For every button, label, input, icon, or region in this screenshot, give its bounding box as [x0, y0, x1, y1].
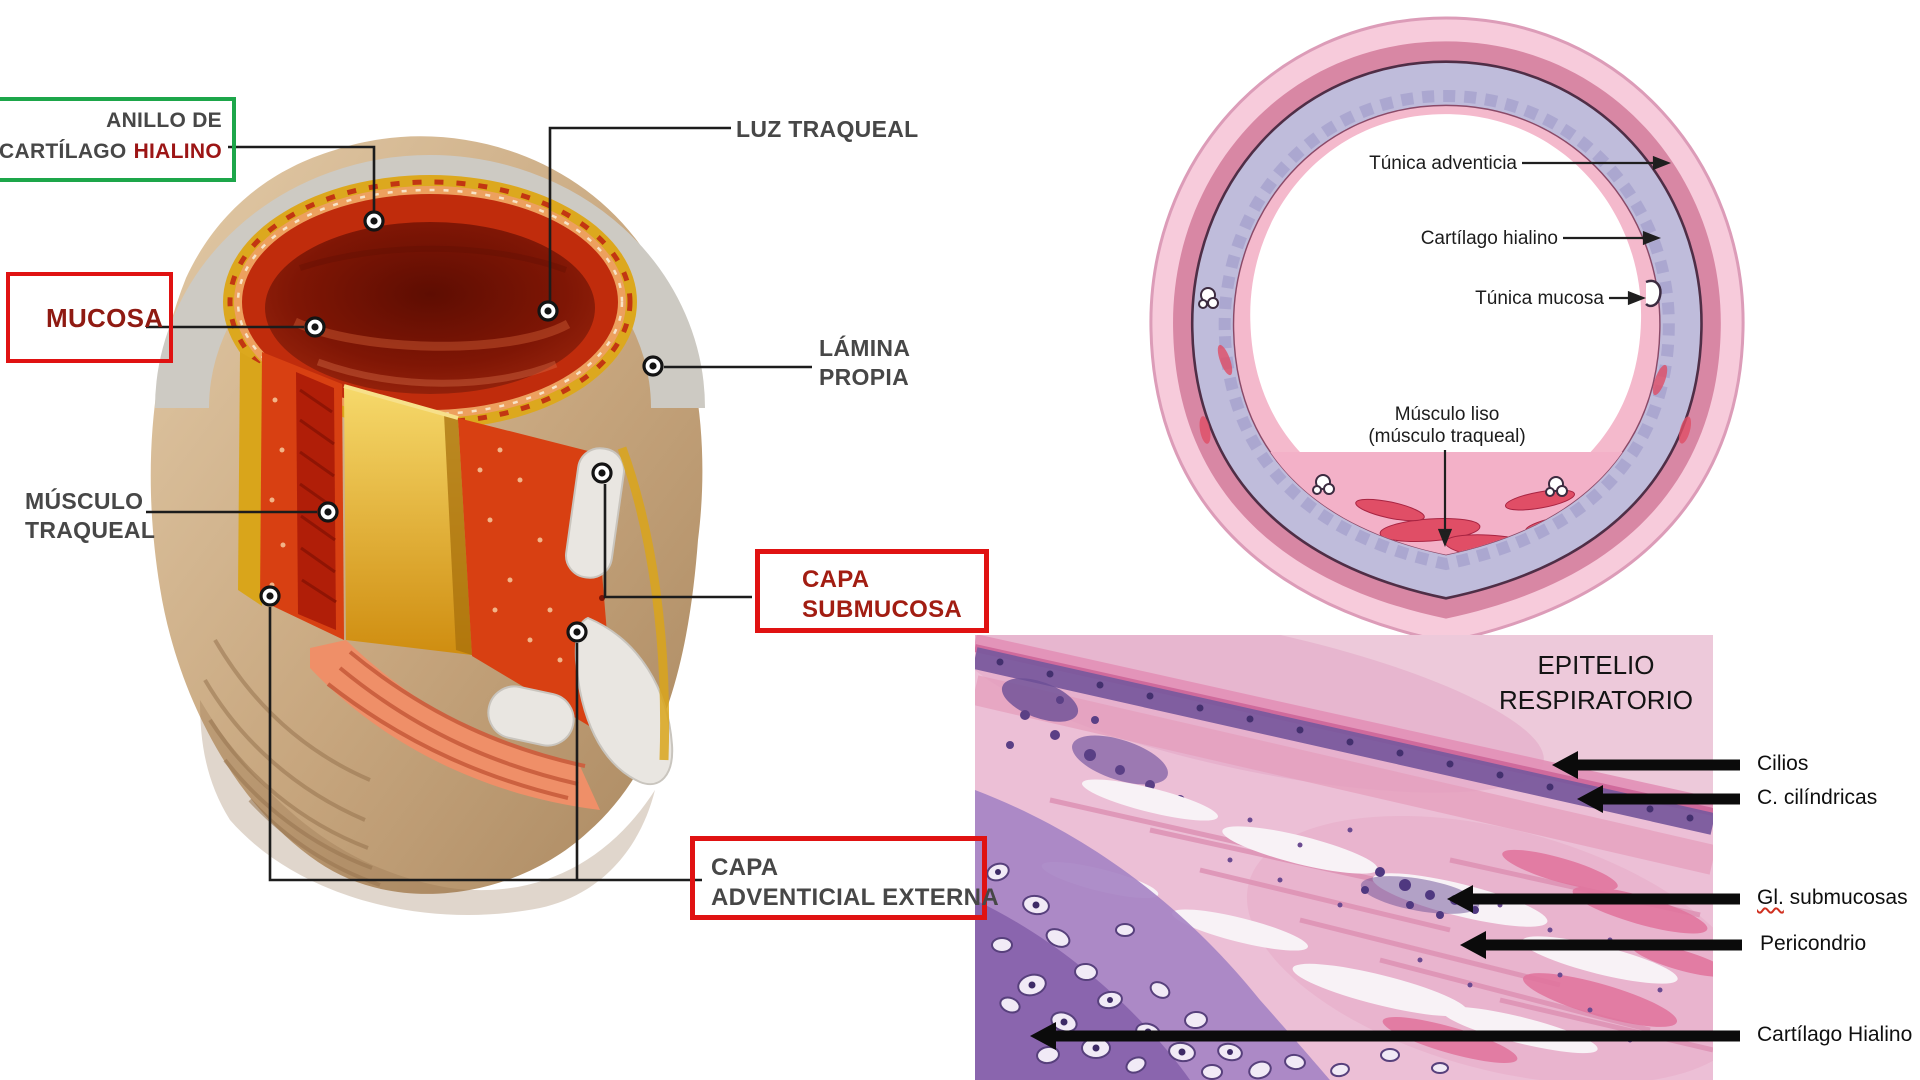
gland-cluster-mid [1360, 867, 1480, 919]
tunica-adventicia-label: Túnica adventicia [1369, 153, 1517, 174]
gl-submucosas-label: Gl. submucosas [1757, 886, 1908, 910]
gland-marks [1198, 279, 1662, 497]
cartilago-hialino-photo-label: Cartílago Hialino [1757, 1023, 1913, 1046]
anillo-cartilago-label-box: ANILLO DE CARTÍLAGO HIALINO [0, 97, 236, 182]
cartilage-lacunae [986, 862, 1449, 1080]
capa-submucosa-label-box: CAPA SUBMUCOSA [755, 549, 989, 633]
mucosa-and-lumen [223, 175, 637, 429]
capa-submucosa-label: CAPA SUBMUCOSA [802, 566, 963, 623]
musculo-liso-label: Músculo liso (músculo traqueal) [1368, 404, 1526, 447]
cilios-arrow [1552, 751, 1740, 779]
trachea-3d-illustration [150, 136, 705, 915]
epitelio-respiratorio-title: EPITELIO RESPIRATORIO [1498, 650, 1694, 715]
histology-photo [975, 635, 1713, 1080]
tunica-mucosa-label: Túnica mucosa [1475, 288, 1604, 309]
mucosa-label: MUCOSA [46, 303, 164, 333]
mucosa-label-box: MUCOSA [6, 272, 173, 363]
anillo-label-line1: ANILLO DE [106, 109, 222, 132]
target-dots [259, 210, 664, 643]
musculo-traqueal-label: MÚSCULO TRAQUEAL [25, 488, 156, 543]
cartilago-hialino-label: Cartílago hialino [1420, 228, 1558, 249]
tunica-mucosa-hook [1645, 279, 1662, 308]
c-cilindricas-label: C. cilíndricas [1757, 786, 1878, 809]
cartilage-pieces [487, 447, 674, 786]
capa-adventicial-label-box: CAPA ADVENTICIAL EXTERNA [690, 836, 999, 920]
cilindricas-arrow [1577, 785, 1740, 813]
gl-suffix: submucosas [1783, 886, 1908, 909]
tracheal-lumen [265, 222, 595, 394]
luz-traqueal-label: LUZ TRAQUEAL [736, 116, 919, 142]
pericondrio-label: Pericondrio [1760, 932, 1867, 955]
anillo-label-cartilago: CARTÍLAGO [0, 140, 127, 163]
tracheal-ring-diagram [1149, 16, 1745, 644]
cilios-label: Cilios [1757, 752, 1809, 775]
lamina-propia-label: LÁMINA PROPIA [819, 335, 911, 390]
pink-bundles [1382, 849, 1713, 1063]
capa-adventicial-label: CAPA ADVENTICIAL EXTERNA [711, 854, 999, 911]
vessel-specks [1199, 344, 1692, 444]
diagram-pointer-arrows [1437, 155, 1672, 548]
muscle-band-front [310, 640, 600, 810]
histology-arrows [1030, 751, 1742, 1050]
epithelium-nuclei [996, 658, 1694, 822]
leader-lines [146, 126, 812, 882]
gl-submucosas-arrow [1447, 885, 1740, 913]
cut-cartilage-face [344, 386, 472, 655]
fibrous-streaks [1049, 797, 1713, 1053]
gl-prefix: Gl. [1757, 886, 1784, 909]
adventitia-ridges [203, 638, 381, 887]
anillo-label-hialino: HIALINO [133, 140, 222, 163]
anillo-label-line2: CARTÍLAGO HIALINO [0, 140, 222, 164]
gland-cluster-upper [1001, 678, 1214, 819]
pericondrio-arrow [1460, 931, 1742, 959]
cartilago-hialino-arrow [1030, 1022, 1740, 1050]
